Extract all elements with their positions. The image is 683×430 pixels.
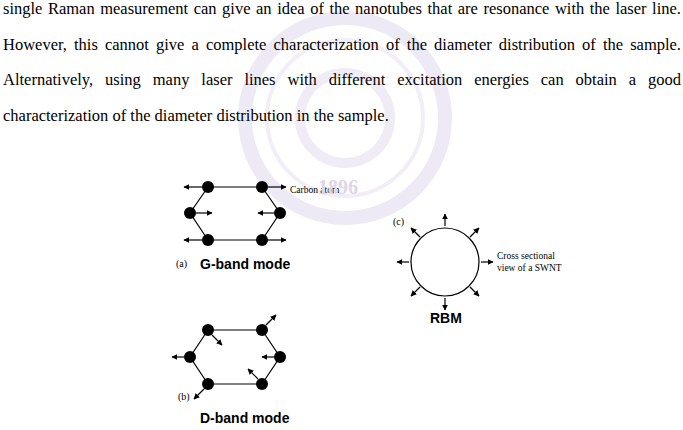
mode-title: G-band mode — [200, 256, 320, 272]
g-band-atoms — [184, 181, 286, 246]
g-band-arrows — [184, 187, 286, 240]
panel-letter: (b) — [178, 391, 202, 403]
mode-title: RBM — [430, 310, 490, 326]
g-band-hexagon — [190, 187, 280, 240]
body-paragraph: single Raman measurement can give an ide… — [3, 0, 681, 133]
d-band-hexagon — [190, 330, 280, 384]
view-note: Cross sectional view of a SWNT — [497, 250, 573, 274]
rbm-arrows — [397, 214, 493, 310]
watermark: 1896 — [318, 176, 398, 198]
d-band-arrows — [172, 315, 276, 399]
swnt-cross-section — [411, 228, 479, 296]
d-band-atoms — [184, 324, 286, 390]
panel-letter: (c) — [393, 216, 417, 228]
mode-title: D-band mode — [200, 410, 320, 426]
panel-letter: (a) — [176, 258, 200, 270]
